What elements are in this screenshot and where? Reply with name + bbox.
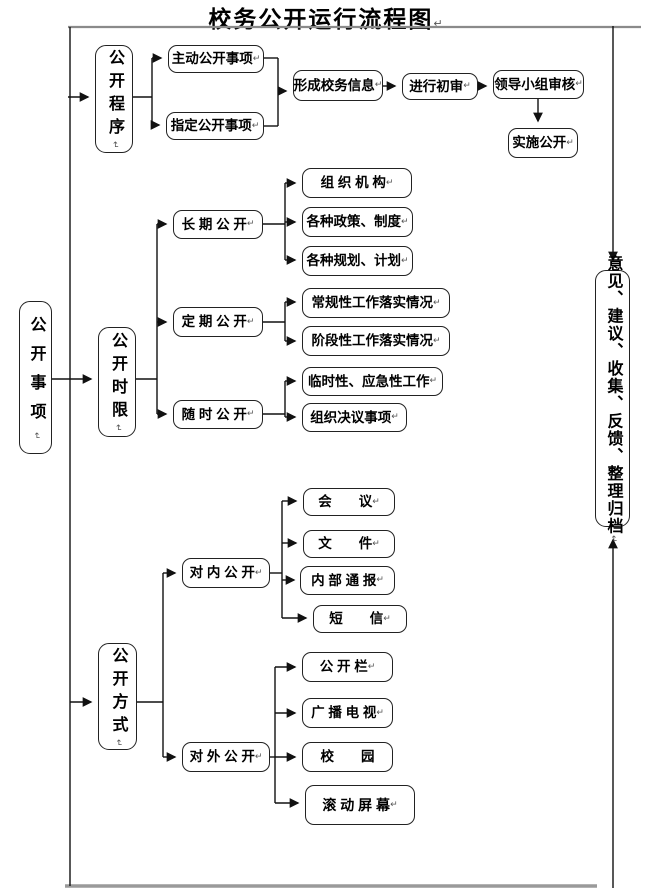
node-shishi-gongkai: 实施公开↵ (508, 128, 578, 158)
node-gundong-pingmu: 滚 动 屏 幕↵ (305, 785, 415, 825)
paragraph-mark: ↵ (254, 751, 263, 762)
node-gongkai-chengxu: 公开程序↵ (95, 45, 133, 153)
node-huiyi: 会 议↵ (303, 488, 395, 516)
paragraph-mark: ↵ (246, 316, 255, 327)
paragraph-mark: ↵ (251, 120, 260, 131)
node-zhudong-gongkai: 主动公开事项↵ (168, 45, 264, 73)
paragraph-mark: ↵ (463, 81, 471, 91)
node-wenjian: 文 件↵ (303, 530, 395, 558)
node-zuzhi-jueyi: 组织决议事项↵ (302, 403, 407, 432)
paragraph-mark: ↵ (112, 424, 123, 432)
paragraph-mark: ↵ (566, 137, 574, 148)
paragraph-mark: ↵ (390, 799, 398, 810)
paragraph-mark: ↵ (376, 575, 384, 585)
paragraph-mark: ↵ (372, 538, 380, 549)
node-lingdao-shenhe: 领导小组审核↵ (493, 70, 584, 99)
paragraph-mark: ↵ (374, 80, 383, 90)
paragraph-mark: ↵ (246, 219, 255, 229)
paragraph-mark: ↵ (367, 661, 376, 672)
paragraph-mark: ↵ (31, 431, 41, 440)
node-jieduan-luoshi: 阶段性工作落实情况↵ (302, 326, 450, 356)
paragraph-mark: ↵ (400, 216, 409, 227)
node-gongkai-shixian: 公开时限↵ (98, 327, 136, 437)
node-duanxin: 短 信↵ (313, 605, 407, 633)
node-zhiding-gongkai: 指定公开事项↵ (166, 112, 264, 140)
node-duinei-gongkai: 对 内 公 开↵ (182, 558, 270, 588)
node-guangbo-dianshi: 广 播 电 视↵ (302, 698, 393, 728)
paragraph-mark: ↵ (400, 255, 409, 266)
paragraph-mark: ↵ (109, 141, 120, 149)
paragraph-mark: ↵ (608, 534, 618, 543)
paragraph-mark: ↵ (433, 17, 443, 30)
node-gongkailan: 公 开 栏↵ (302, 652, 393, 682)
paragraph-mark: ↵ (254, 567, 263, 578)
paragraph-mark: ↵ (432, 335, 441, 346)
node-zhengce-zhidu: 各种政策、制度↵ (302, 207, 413, 237)
node-linshi-yingji: 临时性、应急性工作↵ (302, 367, 443, 396)
paragraph-mark: ↵ (252, 53, 261, 64)
node-zuzhi-jigou: 组 织 机 构↵ (302, 168, 412, 198)
node-xiaoyuan: 校 园 (302, 742, 393, 772)
node-yijian-guidang: 意见、建议、收集、反馈、整理归档↵ (595, 255, 630, 542)
node-changgui-luoshi: 常规性工作落实情况↵ (302, 288, 450, 318)
paragraph-mark: ↵ (391, 412, 399, 422)
paragraph-mark: ↵ (432, 297, 441, 308)
paragraph-mark: ↵ (246, 409, 255, 419)
paragraph-mark: ↵ (372, 496, 380, 507)
node-gongkai-shixiang: 公开事项↵ (19, 301, 52, 454)
node-neibu-tongbao: 内 部 通 报↵ (300, 566, 395, 595)
paragraph-mark: ↵ (383, 613, 391, 624)
paragraph-mark: ↵ (575, 79, 583, 89)
paragraph-mark: ↵ (429, 376, 438, 386)
node-suishi-gongkai: 随 时 公 开↵ (173, 400, 263, 429)
node-guihua-jihua: 各种规划、计划↵ (302, 246, 413, 276)
node-xingcheng-xinxi: 形成校务信息↵ (293, 70, 383, 101)
node-changqi-gongkai: 长 期 公 开↵ (173, 210, 263, 239)
node-gongkai-fangshi: 公开方式↵ (98, 643, 137, 750)
node-jinxing-chushen: 进行初审↵ (402, 73, 478, 100)
node-duiwai-gongkai: 对 外 公 开↵ (182, 742, 270, 772)
paragraph-mark: ↵ (376, 707, 384, 718)
paragraph-mark: ↵ (385, 177, 394, 188)
node-dingqi-gongkai: 定 期 公 开↵ (173, 307, 263, 337)
paragraph-mark: ↵ (113, 738, 123, 747)
